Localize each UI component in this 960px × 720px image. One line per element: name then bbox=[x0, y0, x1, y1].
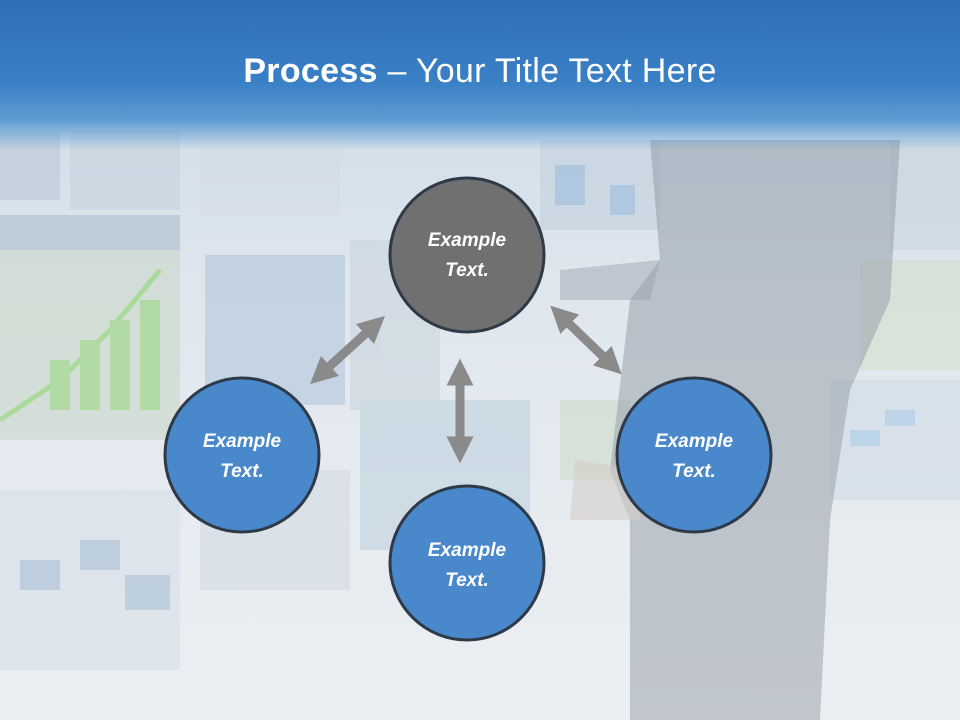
process-node-left: Example Text. bbox=[163, 376, 321, 534]
title-emphasis: Process bbox=[243, 52, 378, 90]
node-center-line1: Example bbox=[428, 230, 507, 251]
node-bottom-line2: Text. bbox=[445, 570, 489, 591]
title-bar bbox=[0, 0, 960, 150]
node-right-line2: Text. bbox=[672, 461, 716, 482]
node-right-line1: Example bbox=[655, 431, 734, 452]
node-left-line2: Text. bbox=[220, 461, 264, 482]
arrow-top-left bbox=[310, 315, 385, 385]
node-center-line2: Text. bbox=[445, 260, 489, 281]
node-bottom-line1: Example bbox=[428, 540, 507, 561]
slide-title: Process – Your Title Text Here bbox=[0, 52, 960, 91]
process-node-center: Example Text. bbox=[388, 176, 546, 334]
arrow-top-right bbox=[550, 305, 622, 375]
title-text: – Your Title Text Here bbox=[377, 52, 717, 90]
process-node-bottom: Example Text. bbox=[388, 484, 546, 642]
process-node-right: Example Text. bbox=[615, 376, 773, 534]
node-left-line1: Example bbox=[203, 431, 282, 452]
